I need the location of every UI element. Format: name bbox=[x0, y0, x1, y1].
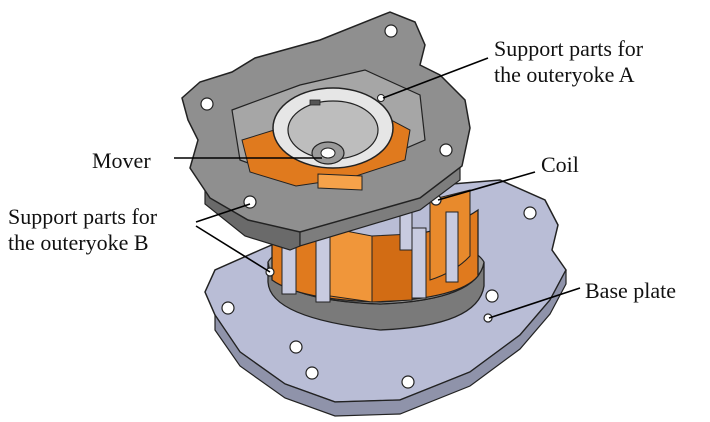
label-coil: Coil bbox=[541, 152, 579, 178]
label-mover: Mover bbox=[92, 148, 151, 174]
leader-support-a bbox=[382, 57, 489, 99]
leader-support-b-lower bbox=[195, 225, 271, 273]
label-support-parts-outer-yoke-b: Support parts for the outeryoke B bbox=[8, 204, 157, 256]
label-coil-text: Coil bbox=[541, 152, 579, 177]
label-support-a-line2: the outeryoke A bbox=[494, 62, 635, 87]
label-support-a-line1: Support parts for bbox=[494, 36, 644, 61]
label-support-b-line1: Support parts for bbox=[8, 204, 158, 229]
leader-support-b-upper bbox=[195, 203, 251, 223]
leader-lines bbox=[174, 57, 581, 319]
leader-coil bbox=[437, 171, 536, 201]
label-base-plate-text: Base plate bbox=[585, 278, 677, 303]
upper-housing bbox=[181, 11, 471, 251]
label-support-parts-outer-yoke-a: Support parts for the outeryoke A bbox=[494, 36, 643, 88]
coil-assembly bbox=[265, 189, 479, 303]
label-support-b-line2: the outeryoke B bbox=[8, 230, 149, 255]
label-base-plate: Base plate bbox=[585, 278, 676, 304]
leader-base-plate bbox=[488, 287, 581, 319]
label-mover-text: Mover bbox=[92, 148, 151, 173]
